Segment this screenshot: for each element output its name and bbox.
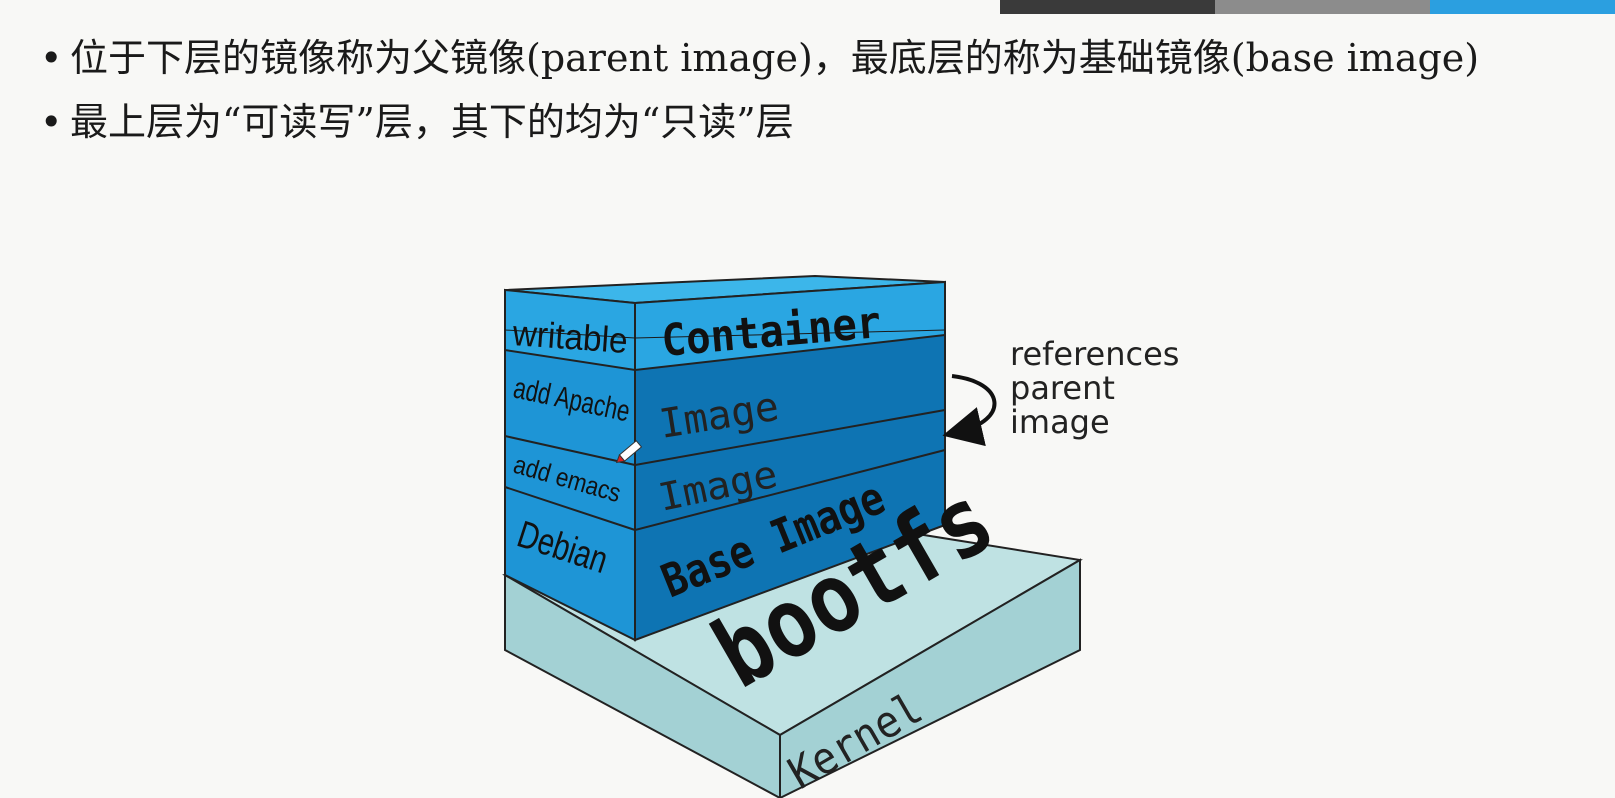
bullet-list: • 位于下层的镜像称为父镜像(parent image)，最底层的称为基础镜像(… [38, 28, 1608, 152]
divider-apache-emacs-front [634, 409, 946, 466]
bullet-text: 最上层为“可读写”层，其下的均为“只读”层 [70, 100, 794, 144]
container-inner-line-front [634, 329, 946, 339]
bullet-dot: • [40, 100, 63, 144]
layer-stack [504, 274, 946, 642]
references-parent-arrow [942, 374, 997, 447]
annotation-line-1: references [1010, 335, 1179, 373]
kernel-right-face [779, 558, 1081, 798]
annotation-line-3: image [1010, 403, 1110, 441]
kernel-front-face [504, 573, 781, 798]
top-decoration-bar [1000, 0, 1615, 14]
container-inner-line [504, 329, 636, 339]
bullet-item: • 位于下层的镜像称为父镜像(parent image)，最底层的称为基础镜像(… [38, 28, 1608, 88]
annotation-line-2: parent [1010, 369, 1115, 407]
top-bar-gray [1215, 0, 1430, 14]
top-bar-dark [1000, 0, 1215, 14]
label-writable: writable [511, 312, 630, 361]
divider-apache-emacs [504, 435, 636, 466]
divider-emacs-debian [504, 486, 636, 531]
bullet-item: • 最上层为“可读写”层，其下的均为“只读”层 [38, 92, 1608, 152]
bullet-dot: • [40, 36, 63, 80]
pen-cursor-icon [615, 440, 643, 464]
top-bar-blue [1430, 0, 1615, 14]
divider-emacs-debian-front [634, 449, 946, 531]
bullet-text: 位于下层的镜像称为父镜像(parent image)，最底层的称为基础镜像(ba… [70, 36, 1480, 80]
